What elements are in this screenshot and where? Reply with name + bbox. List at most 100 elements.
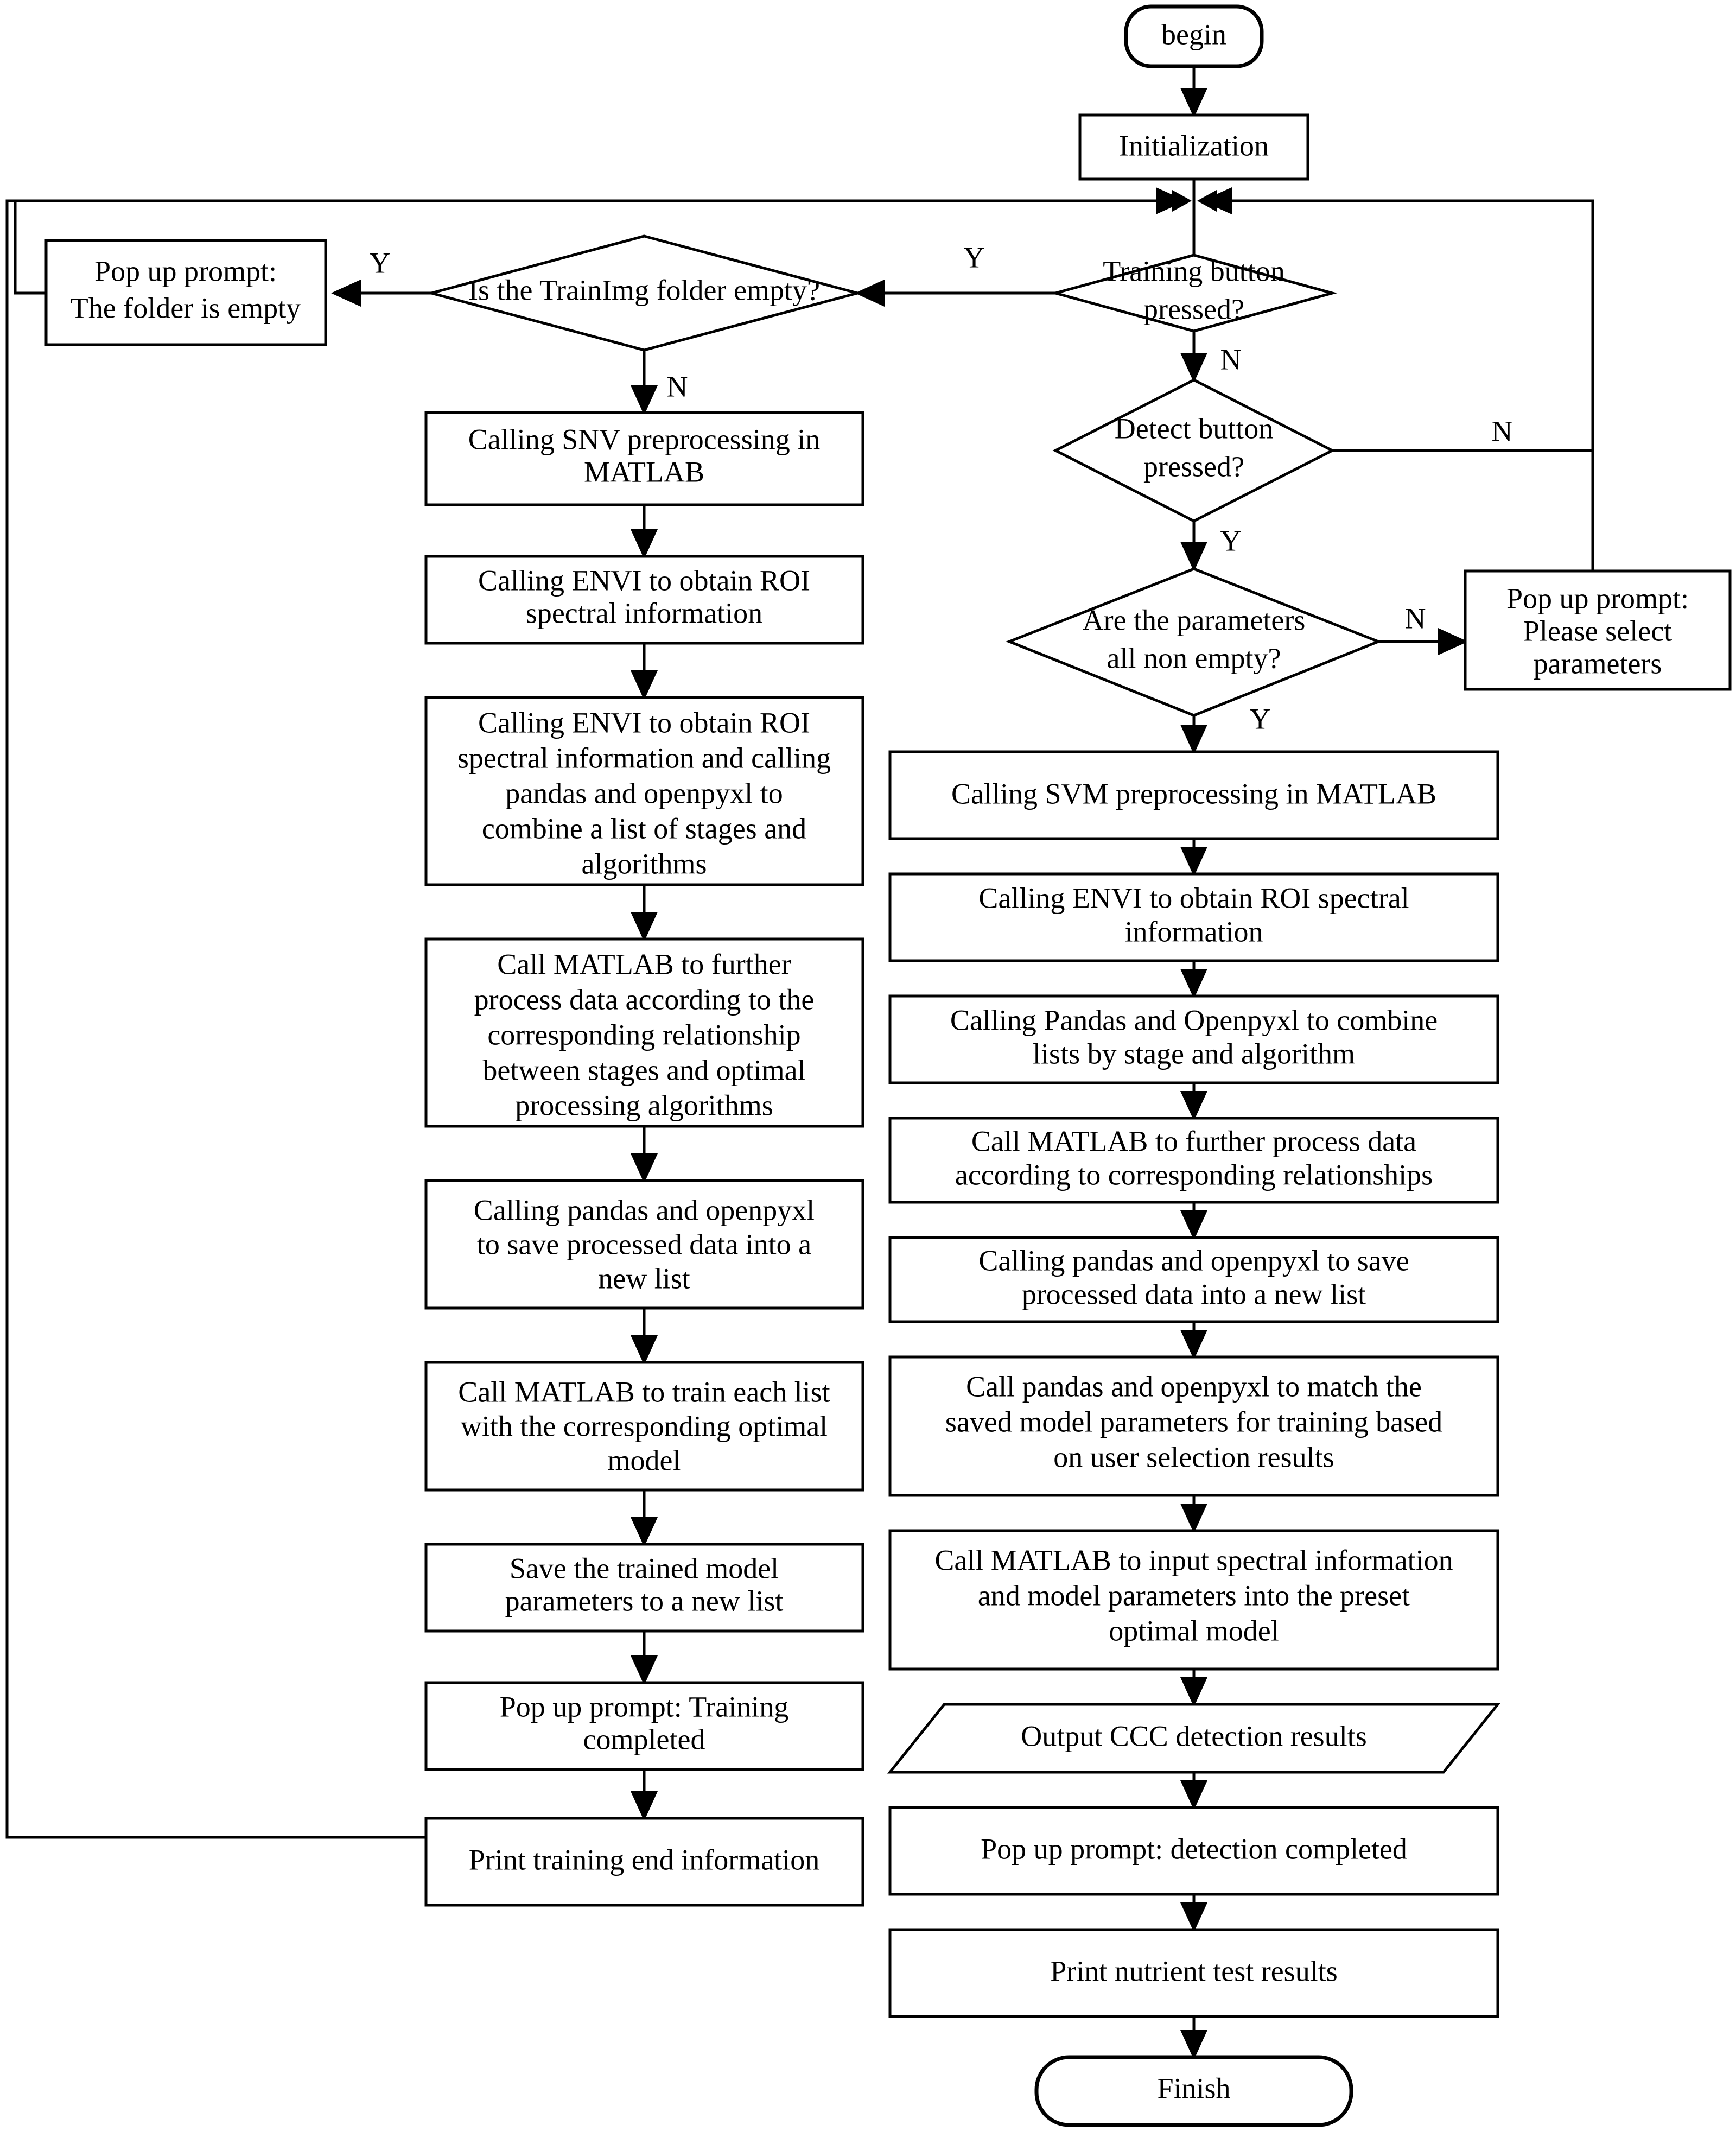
node-save-model-params-line1: Save the trained model [510, 1552, 779, 1584]
node-train-each-list-line2: with the corresponding optimal [461, 1410, 828, 1442]
node-match-model-params-line3: on user selection results [1053, 1441, 1334, 1473]
node-initialization-label: Initialization [1119, 129, 1269, 162]
node-popup-folder-empty[interactable]: Pop up prompt: The folder is empty [44, 239, 327, 346]
node-training-button-line2: pressed? [1143, 293, 1244, 325]
node-calling-snv[interactable]: Calling SNV preprocessing in MATLAB [424, 411, 864, 506]
node-combine-lists-line1: Calling Pandas and Openpyxl to combine [950, 1004, 1438, 1036]
node-calling-envi-1-line1: Calling ENVI to obtain ROI [478, 564, 810, 597]
edge-label-detect-yes: Y [1220, 524, 1242, 557]
node-input-spectral-model[interactable]: Call MATLAB to input spectral informatio… [888, 1529, 1499, 1671]
node-save-processed-right-line1: Calling pandas and openpyxl to save [978, 1244, 1409, 1277]
node-detect-button-line2: pressed? [1143, 450, 1244, 483]
node-params-nonempty-line2: all non empty? [1107, 642, 1281, 674]
node-input-spectral-model-line2: and model parameters into the preset [978, 1579, 1410, 1612]
node-print-nutrient-results-label: Print nutrient test results [1050, 1955, 1337, 1987]
node-folder-empty-label: Is the TrainImg folder empty? [468, 274, 820, 306]
node-match-model-params[interactable]: Call pandas and openpyxl to match the sa… [888, 1355, 1499, 1497]
node-save-model-params[interactable]: Save the trained model parameters to a n… [424, 1543, 864, 1633]
node-input-spectral-model-line1: Call MATLAB to input spectral informatio… [934, 1544, 1453, 1576]
node-begin[interactable]: begin [1124, 4, 1264, 68]
edge-label-folder-no: N [667, 370, 688, 403]
node-popup-select-line3: parameters [1534, 647, 1662, 680]
edge-label-params-yes: Y [1250, 702, 1271, 735]
node-popup-training-completed-line1: Pop up prompt: Training [500, 1690, 789, 1723]
node-calling-envi-2[interactable]: Calling ENVI to obtain ROI spectral info… [424, 696, 864, 886]
node-popup-training-completed-line2: completed [583, 1723, 705, 1755]
node-popup-training-completed[interactable]: Pop up prompt: Training completed [424, 1681, 864, 1771]
node-match-model-params-line1: Call pandas and openpyxl to match the [966, 1370, 1422, 1403]
node-matlab-process-left-line3: corresponding relationship [487, 1018, 800, 1051]
connectors [5, 66, 1594, 2060]
node-calling-envi-right[interactable]: Calling ENVI to obtain ROI spectral info… [888, 872, 1499, 962]
node-train-each-list[interactable]: Call MATLAB to train each list with the … [424, 1361, 864, 1492]
edge-label-training-no: N [1220, 343, 1242, 376]
node-finish-label: Finish [1157, 2072, 1230, 2104]
edge-labels: Y N Y N N Y N Y [370, 241, 1513, 735]
node-save-processed-left[interactable]: Calling pandas and openpyxl to save proc… [424, 1179, 864, 1310]
node-matlab-process-right-line2: according to corresponding relationships [955, 1158, 1433, 1191]
node-training-button-decision[interactable]: Training button pressed? [1050, 253, 1338, 333]
node-print-training-end[interactable]: Print training end information [424, 1817, 864, 1907]
node-calling-envi-right-line2: information [1125, 915, 1263, 948]
node-matlab-process-left-line1: Call MATLAB to further [497, 948, 791, 980]
node-save-processed-left-line1: Calling pandas and openpyxl [474, 1194, 815, 1226]
node-training-button-line1: Training button [1103, 255, 1285, 287]
edge-label-folder-yes: Y [370, 246, 391, 279]
node-calling-envi-1-line2: spectral information [526, 597, 762, 629]
edge-popupempty-loopback [14, 202, 46, 295]
edge-label-params-no: N [1405, 602, 1426, 635]
node-train-each-list-line3: model [608, 1444, 681, 1476]
node-print-training-end-label: Print training end information [469, 1843, 819, 1876]
node-output-ccc-results-label: Output CCC detection results [1021, 1720, 1366, 1752]
node-save-processed-right[interactable]: Calling pandas and openpyxl to save proc… [888, 1236, 1499, 1323]
node-matlab-process-right-line1: Call MATLAB to further process data [971, 1125, 1416, 1157]
node-popup-folder-empty-line2: The folder is empty [71, 291, 301, 324]
node-calling-envi-2-line4: combine a list of stages and [482, 812, 806, 845]
node-match-model-params-line2: saved model parameters for training base… [945, 1405, 1442, 1438]
node-calling-envi-1[interactable]: Calling ENVI to obtain ROI spectral info… [424, 555, 864, 645]
node-input-spectral-model-line3: optimal model [1109, 1614, 1279, 1647]
node-matlab-process-left-line4: between stages and optimal [482, 1054, 805, 1086]
node-calling-svm-label: Calling SVM preprocessing in MATLAB [951, 777, 1436, 810]
node-finish[interactable]: Finish [1034, 2055, 1353, 2127]
node-calling-envi-2-line5: algorithms [582, 847, 707, 880]
node-matlab-process-left-line2: process data according to the [474, 983, 815, 1016]
node-params-nonempty-line1: Are the parameters [1083, 604, 1306, 636]
node-combine-lists[interactable]: Calling Pandas and Openpyxl to combine l… [888, 994, 1499, 1084]
node-detect-button-decision[interactable]: Detect button pressed? [1052, 378, 1336, 523]
node-matlab-process-left-line5: processing algorithms [515, 1089, 773, 1121]
node-calling-svm[interactable]: Calling SVM preprocessing in MATLAB [888, 750, 1499, 840]
edge-label-detect-no: N [1492, 415, 1513, 447]
node-calling-envi-2-line2: spectral information and calling [457, 741, 831, 774]
node-output-ccc-results[interactable]: Output CCC detection results [887, 1703, 1501, 1774]
node-popup-detection-completed-label: Pop up prompt: detection completed [981, 1832, 1407, 1865]
node-folder-empty-decision[interactable]: Is the TrainImg folder empty? [426, 234, 863, 352]
node-save-model-params-line2: parameters to a new list [505, 1584, 784, 1617]
node-popup-detection-completed[interactable]: Pop up prompt: detection completed [888, 1806, 1499, 1896]
node-save-processed-left-line3: new list [598, 1262, 690, 1295]
edge-right-loopback [1202, 187, 1594, 570]
node-detect-button-line1: Detect button [1115, 412, 1273, 445]
edge-print-loopback [5, 187, 1186, 1839]
node-params-nonempty-decision[interactable]: Are the parameters all non empty? [1006, 567, 1382, 717]
node-calling-envi-right-line1: Calling ENVI to obtain ROI spectral [978, 881, 1409, 914]
node-initialization[interactable]: Initialization [1078, 113, 1309, 181]
node-calling-snv-line1: Calling SNV preprocessing in [468, 423, 820, 455]
node-calling-envi-2-line1: Calling ENVI to obtain ROI [478, 706, 810, 739]
init-bus-junction [1172, 190, 1217, 212]
node-popup-select-line1: Pop up prompt: [1506, 582, 1689, 614]
node-save-processed-left-line2: to save processed data into a [477, 1228, 811, 1260]
node-print-nutrient-results[interactable]: Print nutrient test results [888, 1928, 1499, 2018]
edge-label-training-yes: Y [964, 241, 985, 274]
node-calling-snv-line2: MATLAB [584, 455, 704, 488]
node-popup-select-parameters[interactable]: Pop up prompt: Please select parameters [1464, 569, 1732, 691]
node-popup-folder-empty-line1: Pop up prompt: [94, 255, 277, 287]
node-begin-label: begin [1161, 18, 1226, 50]
node-combine-lists-line2: lists by stage and algorithm [1033, 1037, 1355, 1070]
node-calling-envi-2-line3: pandas and openpyxl to [505, 777, 783, 809]
node-train-each-list-line1: Call MATLAB to train each list [458, 1375, 830, 1408]
node-matlab-process-left[interactable]: Call MATLAB to further process data acco… [424, 937, 864, 1128]
node-matlab-process-right[interactable]: Call MATLAB to further process data acco… [888, 1117, 1499, 1204]
